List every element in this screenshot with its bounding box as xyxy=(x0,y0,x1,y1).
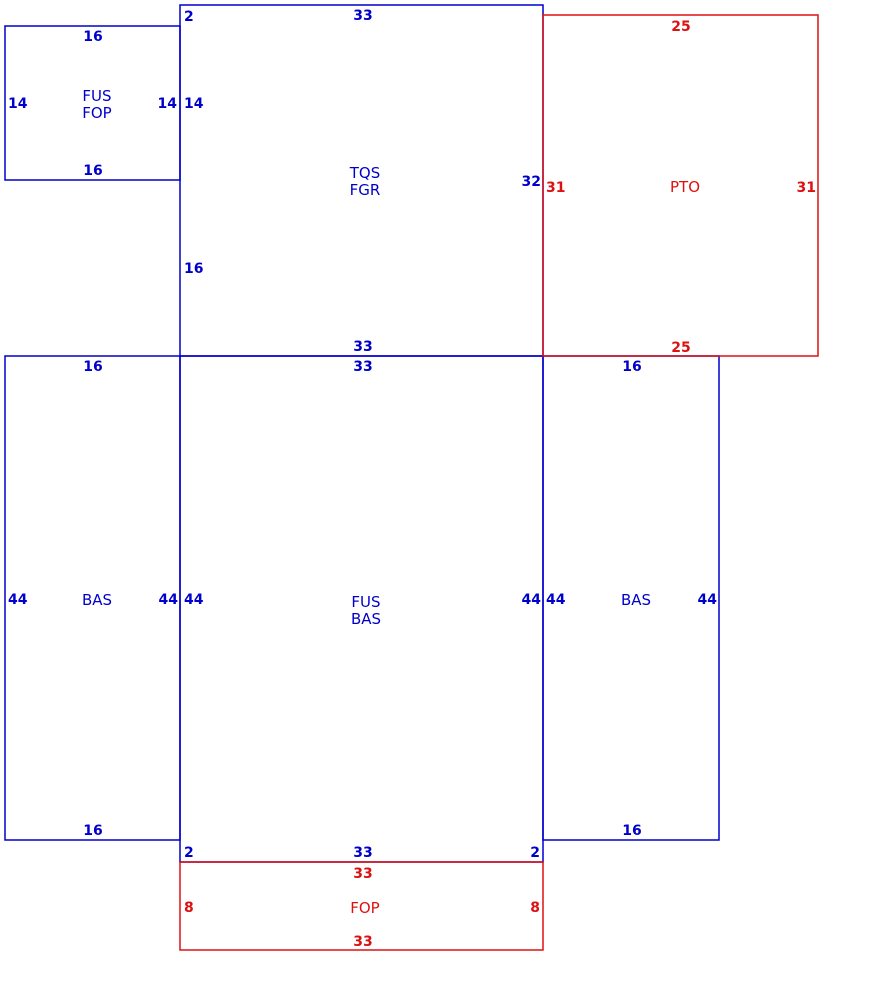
panel-mid-left-dim-bottom: 16 xyxy=(83,823,102,839)
panel-top-center-dim-left-lower: 16 xyxy=(184,261,203,277)
panel-mid-center-dim-bottom: 33 xyxy=(353,845,372,861)
panel-top-left-label-1: FUS xyxy=(82,87,111,105)
panel-top-left-dim-left: 14 xyxy=(8,96,28,112)
panel-mid-right-dim-right: 44 xyxy=(698,592,718,608)
panel-bottom xyxy=(179,861,544,951)
panel-top-left-dim-top: 16 xyxy=(83,29,102,45)
panel-top-left-dim-right: 14 xyxy=(158,96,178,112)
panel-top-center-dim-corner: 2 xyxy=(184,9,194,25)
panel-top-center-label-1: TQS xyxy=(349,164,381,182)
panel-mid-center-dim-corner-br: 2 xyxy=(530,845,540,861)
panel-mid-center-dim-right: 44 xyxy=(522,592,542,608)
panel-mid-center-label-2: BAS xyxy=(351,610,381,628)
panel-mid-center-label-1: FUS xyxy=(351,593,380,611)
panel-bottom-dim-left: 8 xyxy=(184,900,194,916)
panel-top-right xyxy=(542,14,819,357)
panel-top-left-label-2: FOP xyxy=(82,104,111,122)
panel-top-right-dim-bottom: 25 xyxy=(671,340,690,356)
panel-bottom-dim-right: 8 xyxy=(530,900,540,916)
panel-top-right-dim-left: 31 xyxy=(546,180,565,196)
panel-top-right-dim-right: 31 xyxy=(797,180,816,196)
panel-top-left-dim-bottom: 16 xyxy=(83,163,102,179)
panel-mid-right-dim-left: 44 xyxy=(546,592,566,608)
panel-mid-left-dim-right: 44 xyxy=(159,592,179,608)
panel-top-center-dim-left-upper: 14 xyxy=(184,96,204,112)
panel-mid-center-dim-top: 33 xyxy=(353,359,372,375)
panel-top-center-label-2: FGR xyxy=(350,181,381,199)
panel-mid-left-dim-left: 44 xyxy=(8,592,28,608)
panel-top-right-label: PTO xyxy=(670,178,700,196)
panel-bottom-dim-top: 33 xyxy=(353,866,372,882)
panel-top-center-dim-bottom: 33 xyxy=(353,339,372,355)
panel-mid-right-dim-bottom: 16 xyxy=(622,823,641,839)
panel-top-center-dim-right: 32 xyxy=(522,174,541,190)
panel-mid-right-dim-top: 16 xyxy=(622,359,641,375)
panel-mid-right-label: BAS xyxy=(621,591,651,609)
panel-mid-center-dim-left: 44 xyxy=(184,592,204,608)
panel-top-right-dim-top: 25 xyxy=(671,19,690,35)
panel-top-center-dim-top: 33 xyxy=(353,8,372,24)
panel-bottom-dim-bottom: 33 xyxy=(353,934,372,950)
panel-bottom-label: FOP xyxy=(350,899,379,917)
panel-mid-center-dim-corner-bl: 2 xyxy=(184,845,194,861)
panel-mid-left-dim-top: 16 xyxy=(83,359,102,375)
panel-mid-left-label: BAS xyxy=(82,591,112,609)
